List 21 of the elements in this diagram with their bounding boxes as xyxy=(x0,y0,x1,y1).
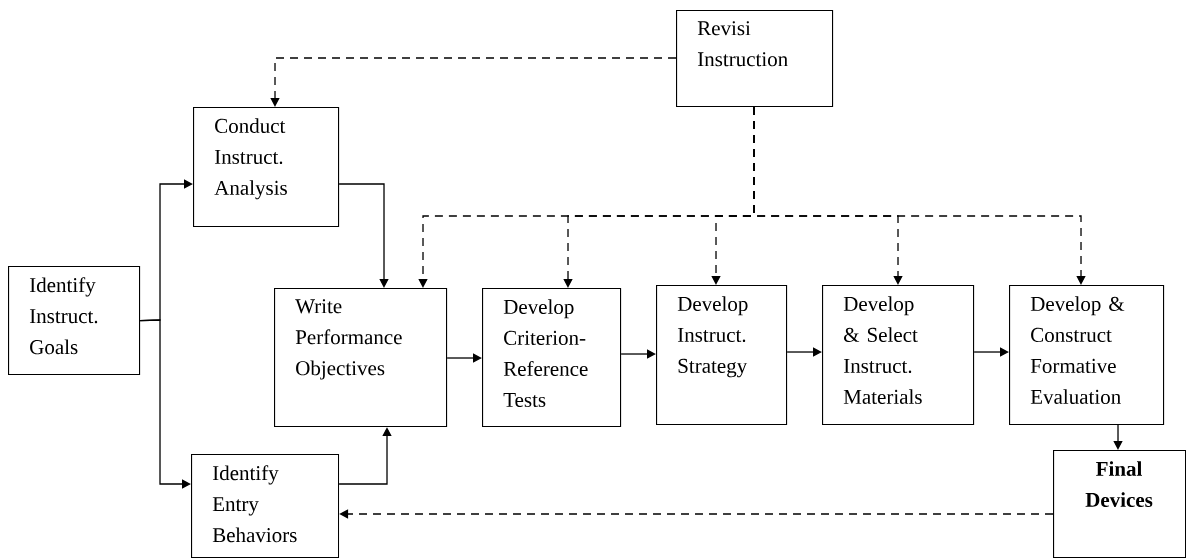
process-box: Conduct Instruct. Analysis xyxy=(193,107,340,228)
arrow xyxy=(139,319,191,489)
arrow xyxy=(973,347,1009,357)
process-box: Develop Criterion-Reference Tests xyxy=(482,288,622,428)
arrow xyxy=(338,183,389,288)
arrow xyxy=(339,509,1054,519)
arrow xyxy=(786,347,822,357)
process-box: Revisi Instruction xyxy=(676,10,834,108)
arrow xyxy=(270,57,677,107)
process-box: Write Performance Objectives xyxy=(274,288,448,428)
process-box: Develop & Select Instruct. Materials xyxy=(822,285,975,426)
process-box: Develop & Construct Formative Evaluation xyxy=(1009,285,1165,426)
arrow xyxy=(620,349,656,359)
arrow xyxy=(753,106,1086,285)
arrow xyxy=(446,353,482,363)
process-box: Identify Entry Behaviors xyxy=(191,454,340,558)
process-box: Final Devices xyxy=(1053,450,1186,558)
process-box: Identify Instruct. Goals xyxy=(8,266,141,376)
arrow xyxy=(1113,424,1123,450)
process-box: Develop Instruct. Strategy xyxy=(656,285,788,426)
arrow xyxy=(338,427,392,485)
